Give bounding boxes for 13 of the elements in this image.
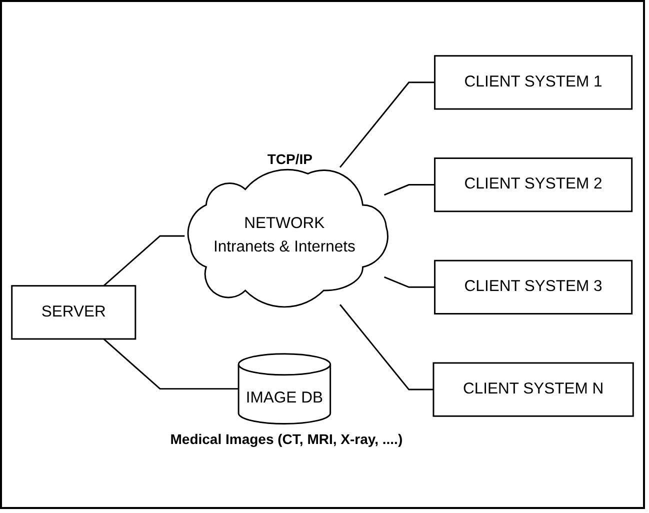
connector <box>384 184 435 196</box>
node-box: CLIENT SYSTEM 3 <box>434 260 633 314</box>
connector <box>103 235 185 286</box>
node-box: CLIENT SYSTEM 1 <box>434 55 633 110</box>
node-box: CLIENT SYSTEM 2 <box>434 157 633 212</box>
connector <box>384 276 435 288</box>
node-box: CLIENT SYSTEM N <box>432 362 634 417</box>
connector <box>339 304 434 390</box>
connector <box>339 82 435 168</box>
node-box: SERVER <box>11 285 136 340</box>
node-caption: Medical Images (CT, MRI, X-ray, ....) <box>170 430 403 448</box>
node-caption: TCP/IP <box>267 150 312 168</box>
connector <box>103 338 239 390</box>
